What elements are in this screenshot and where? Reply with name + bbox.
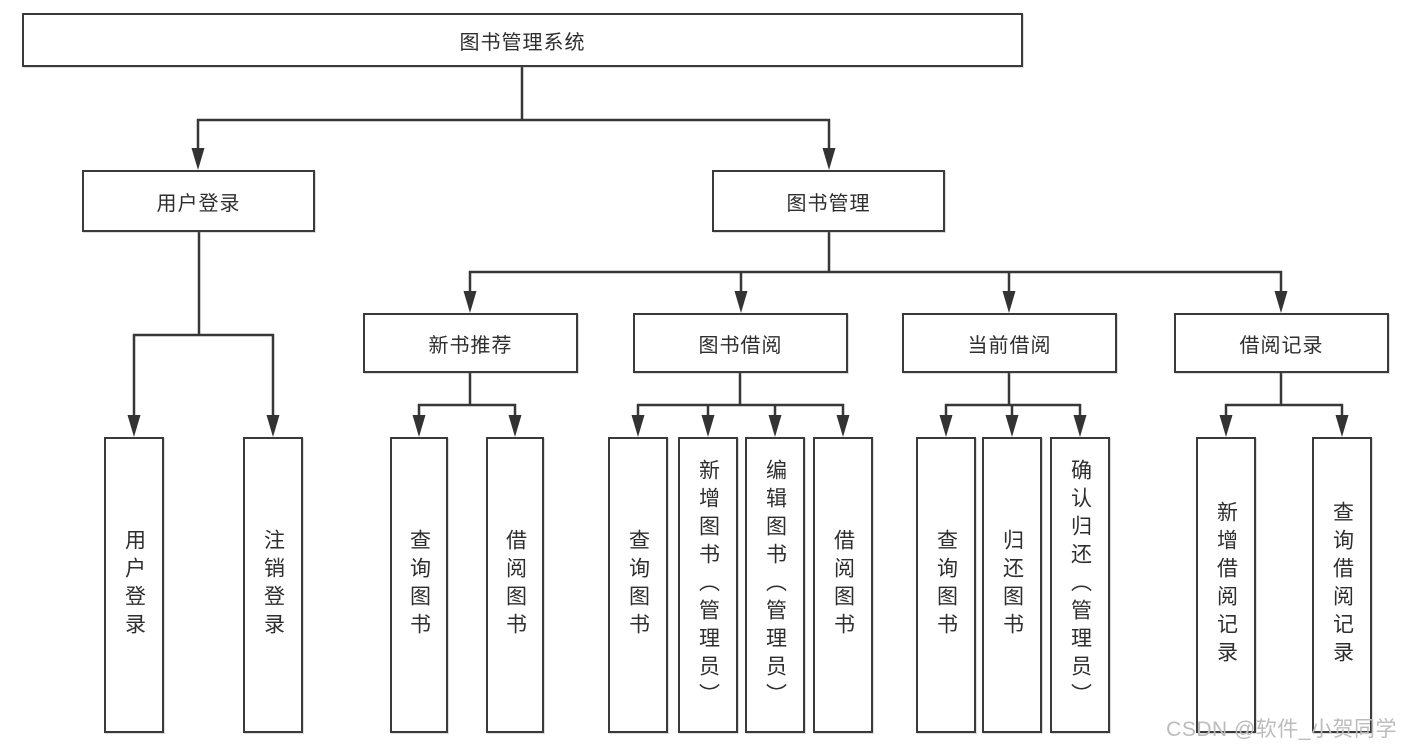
node-new-book-recommend: 新书推荐 [363, 313, 578, 373]
node-user-login-branch: 用户登录 [82, 170, 315, 232]
leaf-query-books-3: 查询图书 [916, 437, 976, 733]
leaf-query-books-2: 查询图书 [608, 437, 668, 733]
arrow-down-icon [631, 415, 645, 437]
arrow-down-icon [734, 291, 748, 313]
node-borrow-records: 借阅记录 [1174, 313, 1389, 373]
leaf-add-book-admin: 新增图书（管理员） [678, 437, 738, 733]
arrow-down-icon [1219, 415, 1233, 437]
node-book-management-branch: 图书管理 [712, 170, 945, 232]
leaf-user-login: 用户登录 [104, 437, 164, 733]
arrow-down-icon [412, 415, 426, 437]
arrow-down-icon [836, 415, 850, 437]
arrow-down-icon [701, 415, 715, 437]
arrow-down-icon [1002, 291, 1016, 313]
arrow-down-icon [939, 415, 953, 437]
node-root: 图书管理系统 [22, 13, 1023, 67]
leaf-query-books-1: 查询图书 [390, 437, 448, 733]
leaf-borrow-books-2: 借阅图书 [813, 437, 873, 733]
arrow-down-icon [463, 291, 477, 313]
leaf-logout: 注销登录 [243, 437, 303, 733]
node-book-borrow: 图书借阅 [633, 313, 848, 373]
leaf-return-book: 归还图书 [982, 437, 1042, 733]
watermark: CSDN @软件_小贺同学 [1166, 718, 1397, 741]
arrow-down-icon [1005, 415, 1019, 437]
arrow-down-icon [1335, 415, 1349, 437]
leaf-add-borrow-record: 新增借阅记录 [1196, 437, 1256, 733]
arrow-down-icon [191, 148, 205, 170]
leaf-confirm-return-admin: 确认归还（管理员） [1050, 437, 1110, 733]
leaf-edit-book-admin: 编辑图书（管理员） [745, 437, 805, 733]
leaf-borrow-books-1: 借阅图书 [486, 437, 544, 733]
arrow-down-icon [266, 415, 280, 437]
arrow-down-icon [127, 415, 141, 437]
arrow-down-icon [768, 415, 782, 437]
node-current-borrow: 当前借阅 [902, 313, 1117, 373]
leaf-query-borrow-record: 查询借阅记录 [1312, 437, 1372, 733]
arrow-down-icon [508, 415, 522, 437]
arrow-down-icon [1274, 291, 1288, 313]
arrow-down-icon [1073, 415, 1087, 437]
arrow-down-icon [822, 148, 836, 170]
